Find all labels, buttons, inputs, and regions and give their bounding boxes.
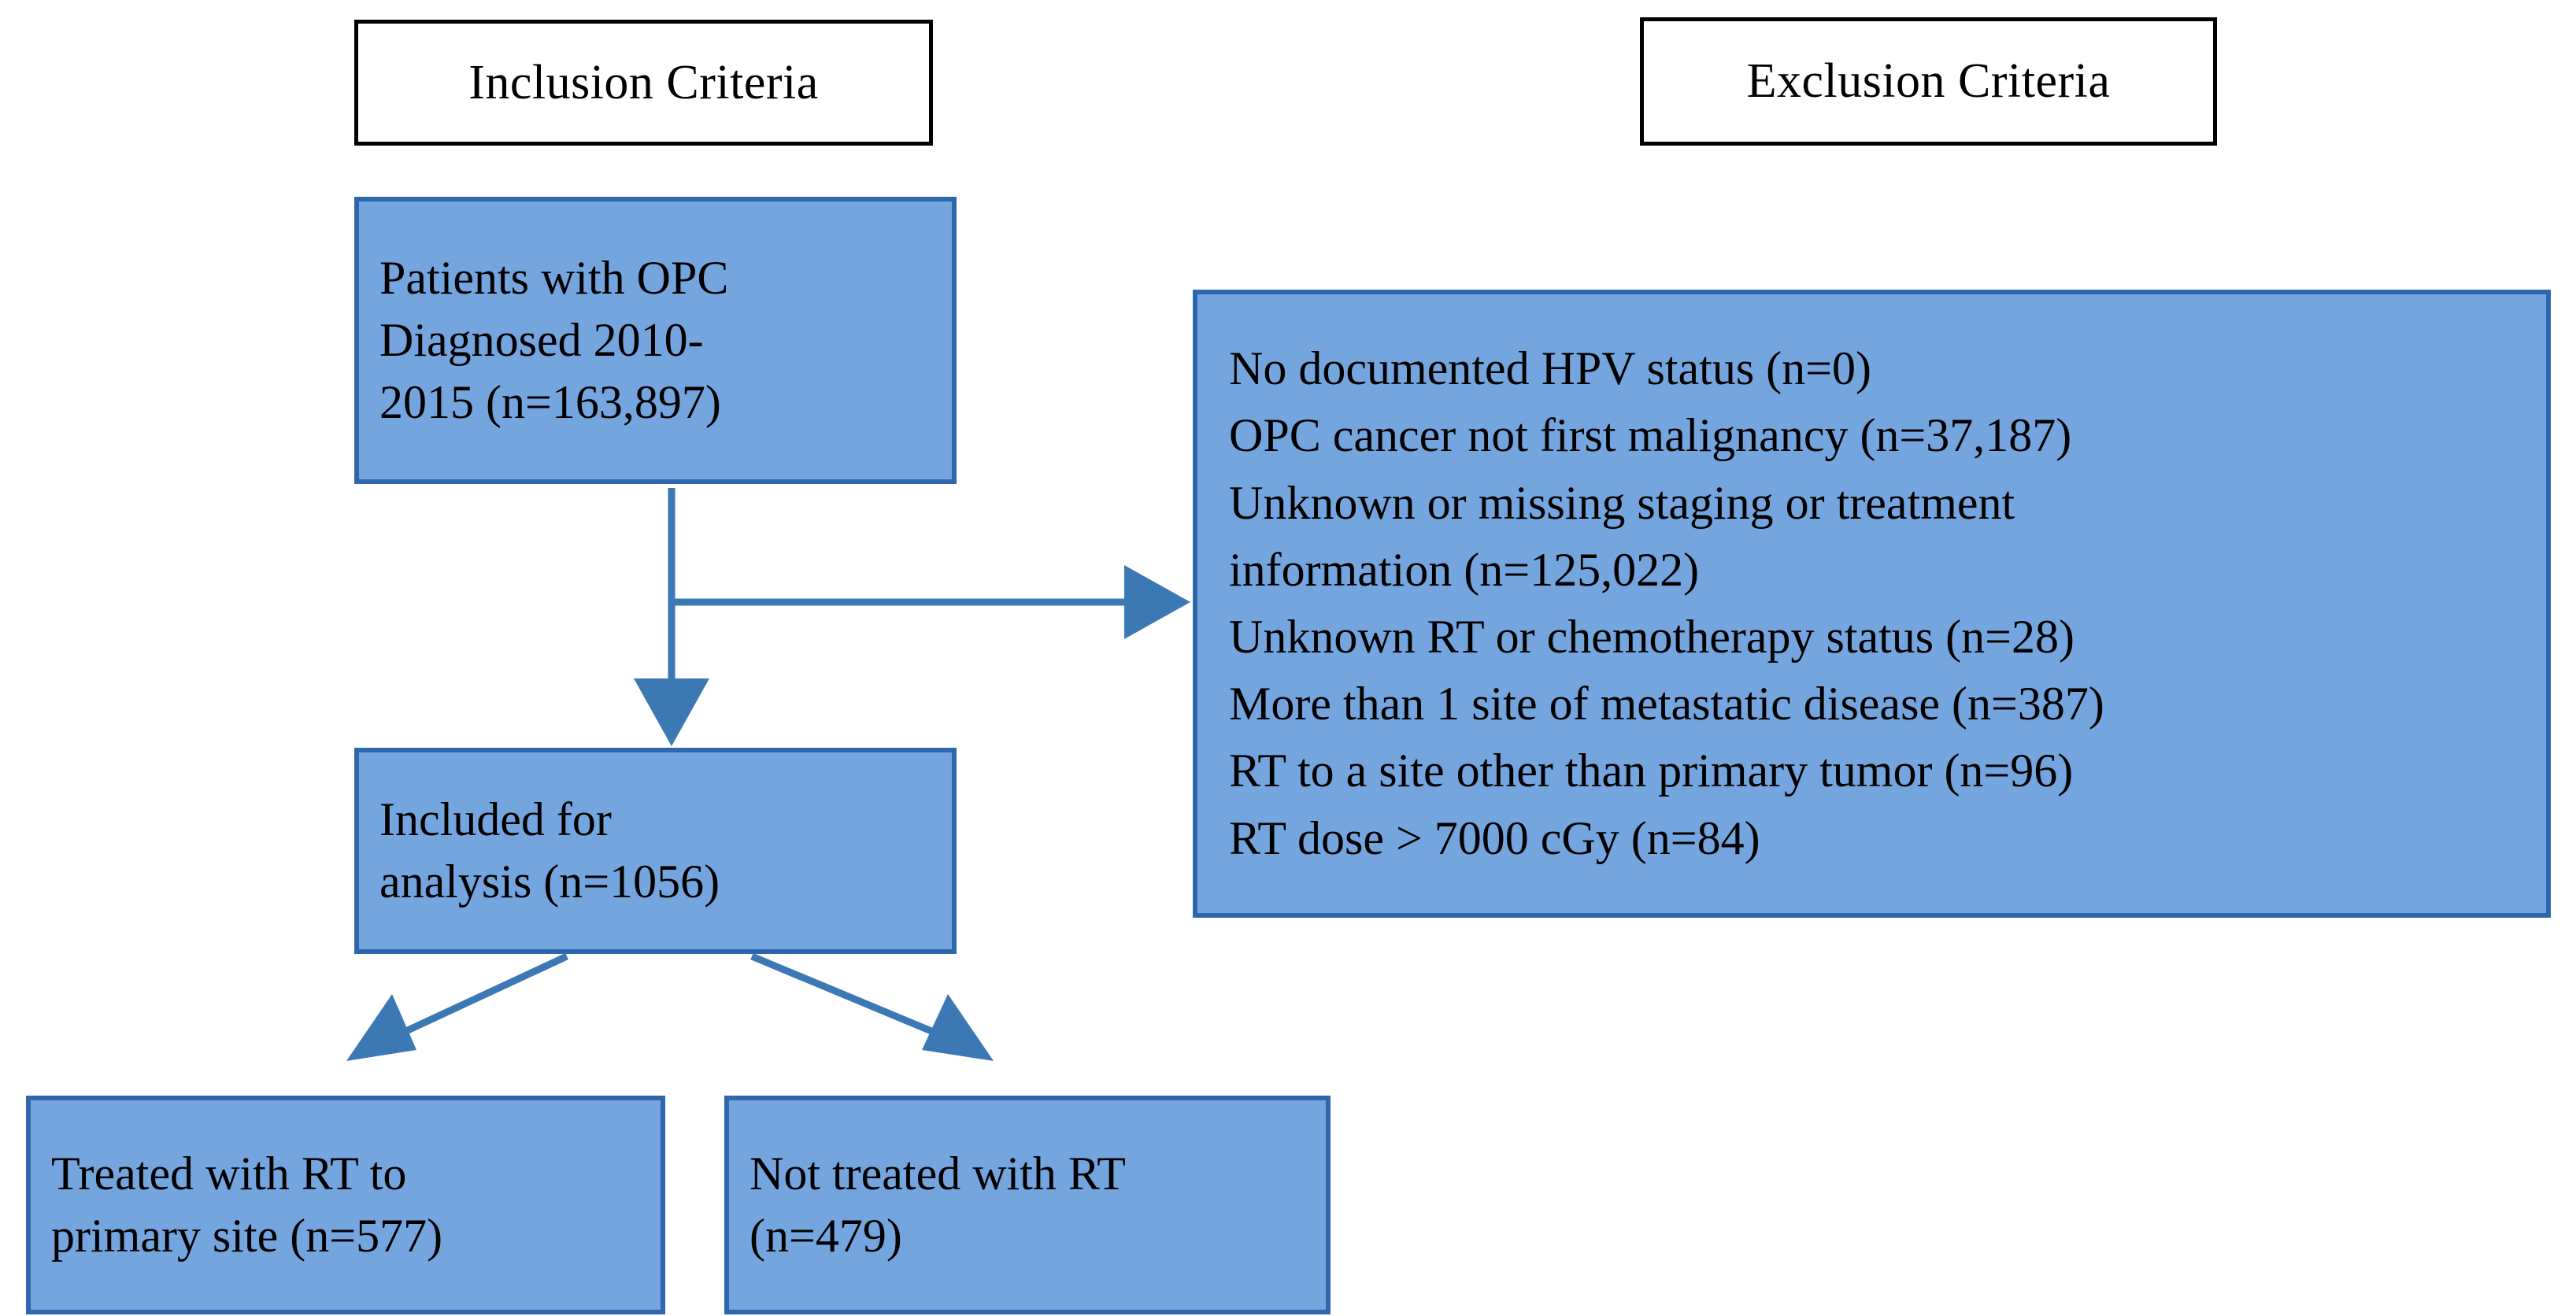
node-not-treated-line-1: Not treated with RT — [749, 1147, 1126, 1200]
exclusion-item: No documented HPV status (n=0) — [1229, 342, 1871, 395]
node-treated-line-2: primary site (n=577) — [51, 1210, 443, 1262]
node-included-for-analysis: Included for analysis (n=1056) — [354, 748, 957, 954]
node-included-line-2: analysis (n=1056) — [379, 856, 720, 908]
node-treated-line-1: Treated with RT to — [51, 1147, 407, 1200]
node-included-for-analysis-text: Included for analysis (n=1056) — [359, 789, 952, 913]
node-treated-with-rt-text: Treated with RT to primary site (n=577) — [31, 1143, 661, 1267]
arrow-source-to-included-head — [634, 678, 709, 746]
node-source-cohort-line-1: Patients with OPC — [379, 251, 729, 304]
exclusion-item: information (n=125,022) — [1229, 543, 1700, 596]
exclusion-item: RT dose > 7000 cGy (n=84) — [1229, 811, 1760, 864]
arrow-to-not-treated-stem — [750, 952, 942, 1039]
node-not-treated-with-rt-text: Not treated with RT (n=479) — [729, 1143, 1326, 1267]
node-exclusion-list: No documented HPV status (n=0) OPC cance… — [1193, 290, 2551, 918]
node-source-cohort: Patients with OPC Diagnosed 2010- 2015 (… — [354, 197, 957, 484]
arrow-to-treated-stem — [396, 952, 568, 1039]
node-source-cohort-line-3: 2015 (n=163,897) — [379, 376, 721, 429]
inclusion-criteria-header: Inclusion Criteria — [354, 20, 933, 146]
node-included-line-1: Included for — [379, 793, 612, 845]
exclusion-item: More than 1 site of metastatic disease (… — [1229, 678, 2104, 730]
exclusion-criteria-header: Exclusion Criteria — [1640, 17, 2217, 146]
arrow-to-exclusion-head — [1124, 565, 1190, 639]
exclusion-item: Unknown or missing staging or treatment — [1229, 476, 2015, 529]
node-source-cohort-line-2: Diagnosed 2010- — [379, 313, 704, 366]
exclusion-item: OPC cancer not first malignancy (n=37,18… — [1229, 409, 2072, 462]
node-not-treated-with-rt: Not treated with RT (n=479) — [724, 1096, 1331, 1314]
exclusion-criteria-header-label: Exclusion Criteria — [1746, 54, 2111, 109]
inclusion-criteria-header-label: Inclusion Criteria — [468, 55, 819, 109]
exclusion-item: Unknown RT or chemotherapy status (n=28) — [1229, 611, 2074, 663]
node-source-cohort-text: Patients with OPC Diagnosed 2010- 2015 (… — [359, 247, 952, 434]
node-not-treated-line-2: (n=479) — [749, 1210, 902, 1262]
arrow-to-treated-head — [346, 994, 416, 1061]
node-treated-with-rt: Treated with RT to primary site (n=577) — [26, 1096, 665, 1314]
arrow-to-not-treated-head — [922, 994, 994, 1061]
node-exclusion-list-text: No documented HPV status (n=0) OPC cance… — [1197, 335, 2546, 872]
exclusion-item: RT to a site other than primary tumor (n… — [1229, 745, 2074, 797]
